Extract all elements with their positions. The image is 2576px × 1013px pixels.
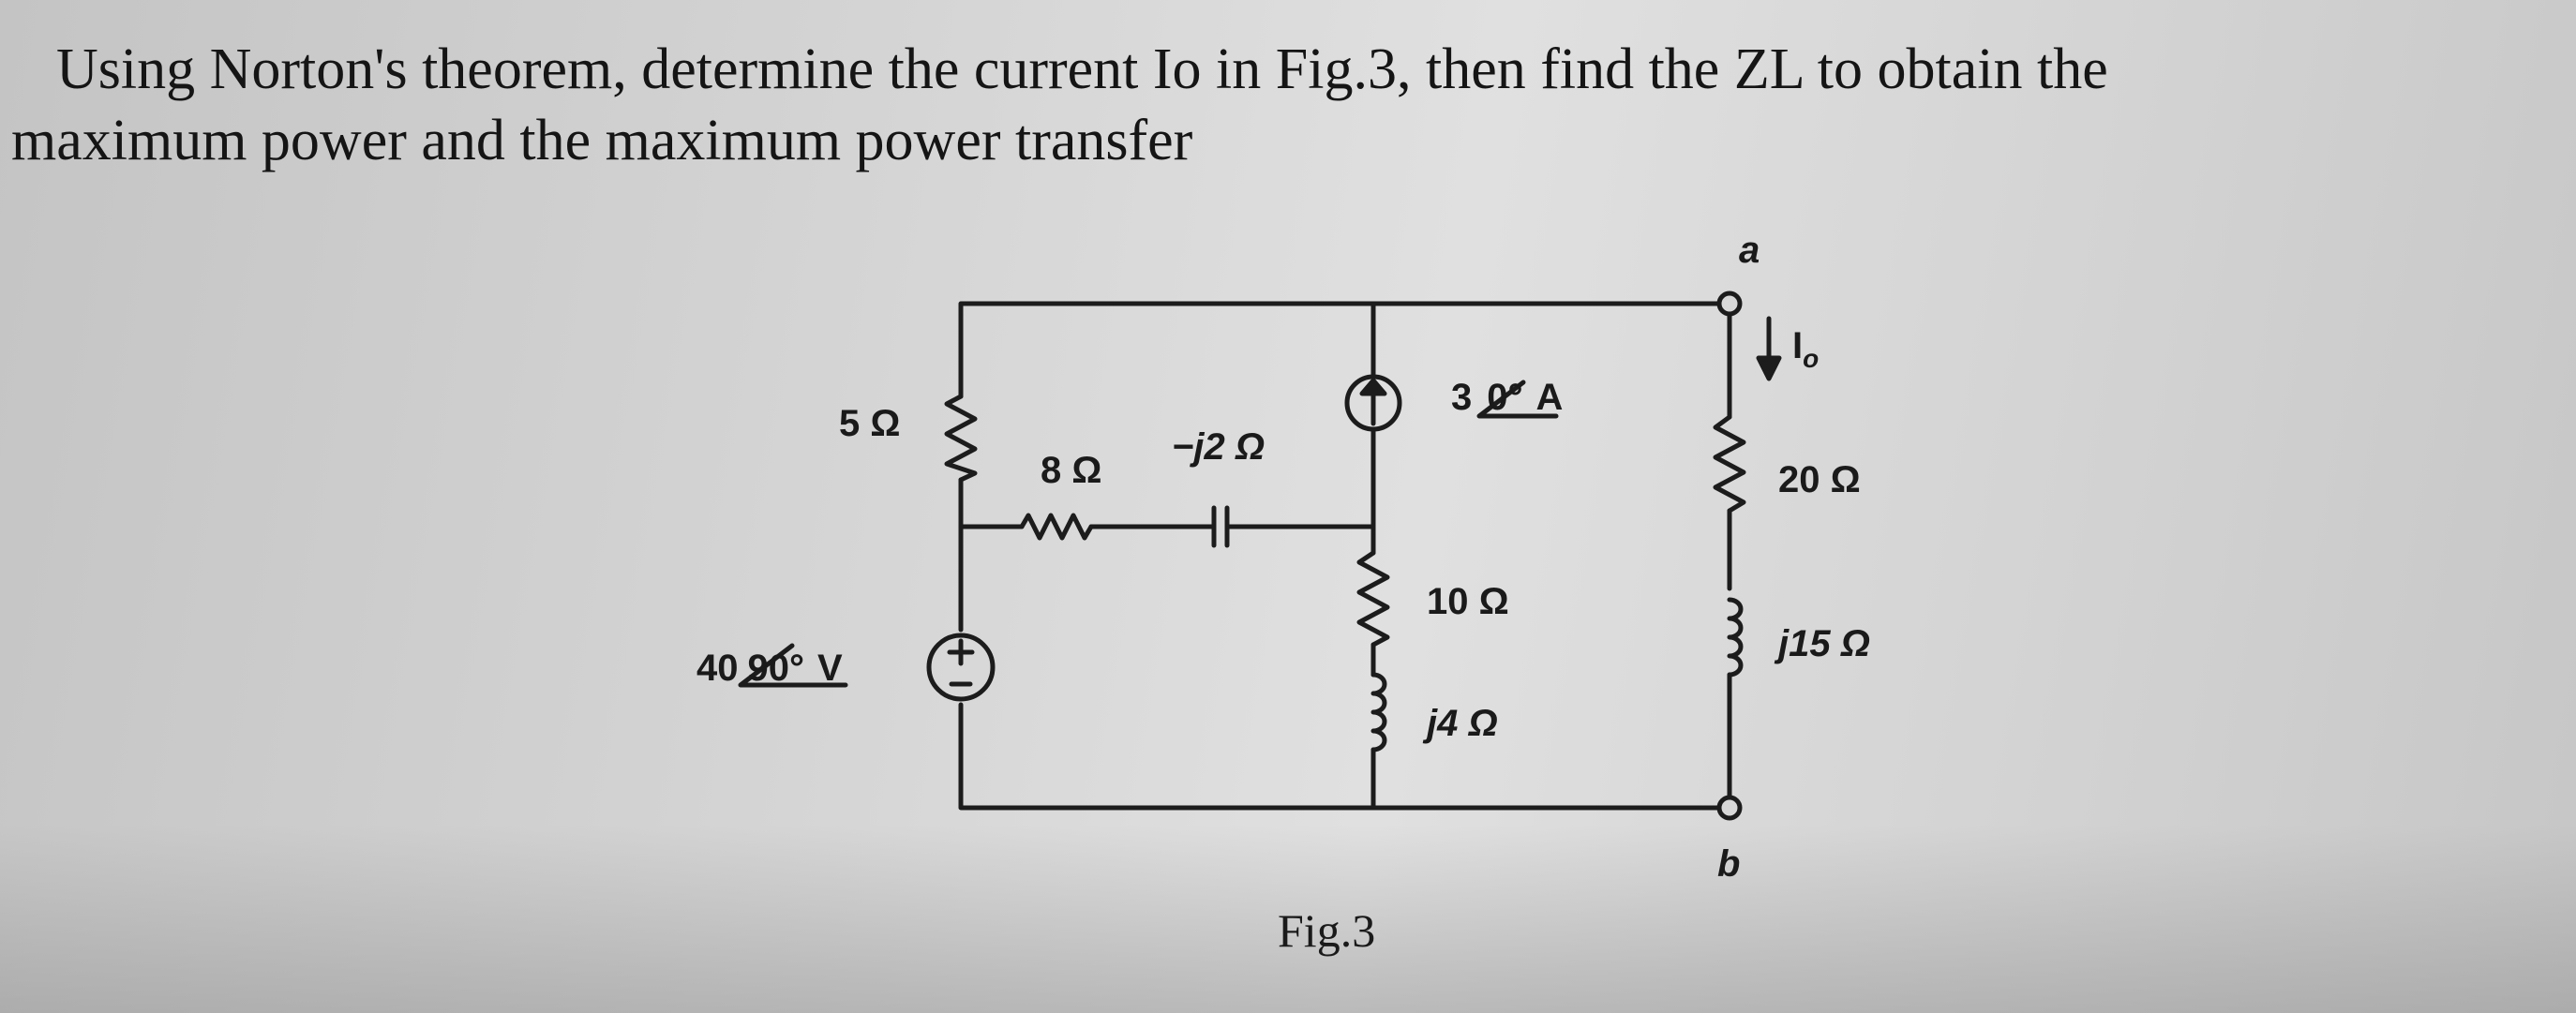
resistor-10-ohm <box>1356 550 1390 648</box>
source-voltage-magnitude: 40 <box>696 648 739 689</box>
voltage-source <box>926 633 996 702</box>
figure-caption: Fig.3 <box>1278 904 1375 957</box>
source-voltage-unit: V <box>817 648 843 689</box>
source-voltage-angle: 90° <box>748 648 805 689</box>
label-8-ohm: 8 Ω <box>1041 450 1101 491</box>
wire-left-bottom <box>958 702 1732 811</box>
wire-left-top <box>958 301 1732 399</box>
question-line-2: maximum power and the maximum power tran… <box>11 109 1193 172</box>
question-text: Using Norton's theorem, determine the cu… <box>11 34 2542 176</box>
question-line-1: Using Norton's theorem, determine the cu… <box>56 37 2108 101</box>
node-a-terminal <box>1716 290 1743 317</box>
resistor-5-ohm <box>944 394 978 483</box>
background-shadow <box>0 825 2576 1013</box>
io-arrow-head <box>1756 355 1782 381</box>
inductor-j4 <box>1370 672 1387 752</box>
label-capacitor: −j2 Ω <box>1172 426 1265 468</box>
label-node-a: a <box>1739 230 1760 271</box>
resistor-20-ohm <box>1713 414 1746 514</box>
node-b-terminal <box>1716 795 1743 821</box>
label-node-b: b <box>1717 843 1740 885</box>
current-io-subscript: o <box>1803 344 1819 373</box>
current-io-letter: I <box>1792 325 1803 366</box>
angle-symbol-source-i <box>1476 380 1559 419</box>
current-source <box>1344 374 1402 432</box>
current-source-arrow-head <box>1359 378 1387 396</box>
resistor-8-ohm <box>1019 513 1094 541</box>
label-current-io: Io <box>1792 325 1819 373</box>
label-source-current: 3 0° A <box>1451 377 1563 418</box>
angle-symbol-source-v <box>738 643 848 688</box>
source-current-angle: 0° <box>1487 377 1522 418</box>
label-j4-ohm: j4 Ω <box>1422 703 1498 744</box>
source-current-magnitude: 3 <box>1451 377 1472 418</box>
label-20-ohm: 20 Ω <box>1778 459 1861 500</box>
source-current-unit: A <box>1536 377 1564 418</box>
label-j15-ohm: j15 Ω <box>1774 623 1870 664</box>
voltage-source-plus <box>947 638 975 666</box>
inductor-j15 <box>1727 597 1744 678</box>
label-10-ohm: 10 Ω <box>1427 581 1509 622</box>
label-5-ohm: 5 Ω <box>839 403 900 444</box>
